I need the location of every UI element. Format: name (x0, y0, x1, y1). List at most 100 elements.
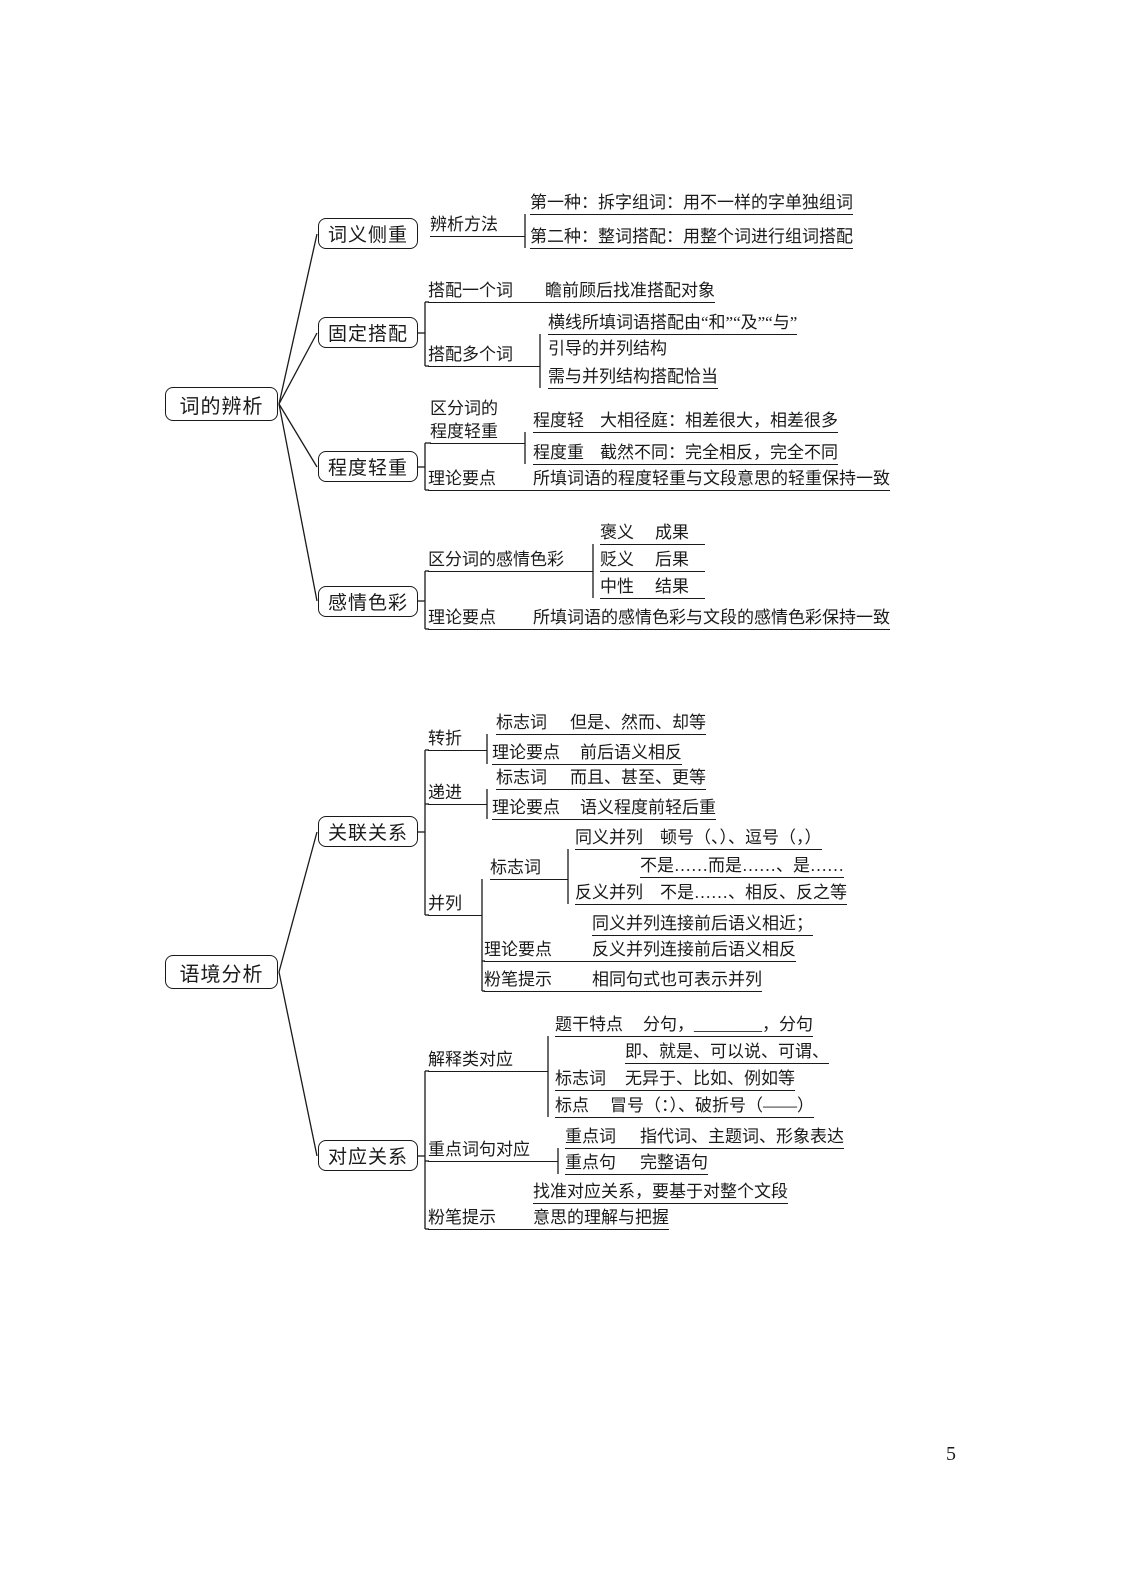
sentiment-negative-text: 后果 (655, 550, 689, 569)
progression-sign-text: 而且、甚至、更等 (570, 768, 706, 787)
leaf-multi-line2: 引导的并列结构 (548, 338, 667, 360)
parallel-tip-label: 粉笔提示 (484, 970, 552, 989)
row-parallel-tip: 粉笔提示 相同句式也可表示并列 (484, 969, 762, 992)
explanatory-sign-label: 标志词 (555, 1069, 606, 1088)
keyword-word-text: 指代词、主题词、形象表达 (640, 1127, 844, 1146)
parallel-synonym-label: 同义并列 (575, 828, 643, 847)
parallel-synonym-text: 顿号（、）、逗号（，） (660, 828, 822, 847)
node-fixed-collocation-label: 固定搭配 (327, 324, 408, 345)
progression-theory-text: 语义程度前轻后重 (580, 798, 716, 817)
label-explanatory: 解释类对应 (428, 1049, 548, 1072)
sentiment-theory-text: 所填词语的感情色彩与文段的感情色彩保持一致 (533, 608, 890, 627)
sentiment-theory-label: 理论要点 (428, 608, 496, 627)
progression-sign-label: 标志词 (496, 768, 547, 787)
keyword-sentence-text: 完整语句 (640, 1153, 708, 1172)
leaf-method-2: 第二种：整词搭配：用整个词进行组词搭配 (530, 226, 853, 249)
collocate-single-label: 搭配一个词 (428, 281, 513, 300)
parallel-tip-text: 相同句式也可表示并列 (592, 970, 762, 989)
label-progression: 递进 (428, 782, 487, 805)
row-keyword-sentence: 重点句 完整语句 (565, 1152, 708, 1175)
row-parallel-antonym-line2: 反义并列 不是……、相反、反之等 (575, 882, 847, 905)
degree-heavy-label: 程度重 (533, 443, 584, 462)
explanatory-text: 解释类对应 (428, 1050, 513, 1069)
keyword-correspondence-text: 重点词句对应 (428, 1140, 530, 1159)
row-degree-theory: 理论要点 所填词语的程度轻重与文段意思的轻重保持一致 (428, 468, 890, 491)
label-degree-distinguish-line1: 区分词的 (430, 398, 498, 420)
row-collocate-single: 搭配一个词 瞻前顾后找准搭配对象 (428, 280, 715, 303)
degree-theory-label: 理论要点 (428, 469, 496, 488)
transition-sign-label: 标志词 (496, 713, 547, 732)
row-correspondence-tip-line2: 粉笔提示 意思的理解与把握 (428, 1207, 669, 1230)
row-progression-theory: 理论要点 语义程度前轻后重 (492, 797, 716, 820)
collocate-multi-label: 搭配多个词 (428, 345, 513, 364)
node-word-analysis-root: 词的辨析 (165, 387, 278, 421)
label-transition: 转折 (428, 728, 487, 751)
method-1-text: 第一种：拆字组词：用不一样的字单独组词 (530, 193, 853, 212)
sentiment-positive-text: 成果 (655, 523, 689, 542)
row-progression-sign: 标志词 而且、甚至、更等 (496, 767, 706, 790)
leaf-parallel-antonym-line1: 不是……而是……、是…… (640, 855, 844, 878)
row-parallel-theory-line2: 理论要点 反义并列连接前后语义相反 (484, 939, 796, 962)
explanatory-punct-text: 冒号（：）、破折号（——） (610, 1096, 814, 1115)
sentiment-distinguish-text: 区分词的感情色彩 (428, 550, 564, 569)
node-word-analysis-root-label: 词的辨析 (179, 395, 264, 418)
label-parallel-sign: 标志词 (490, 857, 568, 880)
progression-theory-label: 理论要点 (492, 798, 560, 817)
parallel-text: 并列 (428, 894, 462, 913)
row-sentiment-neutral: 中性 结果 (600, 576, 705, 599)
parallel-theory-line1-text: 同义并列连接前后语义相近； (592, 914, 813, 933)
parallel-theory-line2-text: 反义并列连接前后语义相反 (592, 940, 796, 959)
node-context-analysis-root: 语境分析 (165, 955, 278, 989)
parallel-theory-label: 理论要点 (484, 940, 552, 959)
explanatory-sign-line2-text: 无异于、比如、例如等 (625, 1069, 795, 1088)
explanatory-sign-line1-text: 即、就是、可以说、可谓、 (625, 1042, 829, 1061)
degree-theory-text: 所填词语的程度轻重与文段意思的轻重保持一致 (533, 469, 890, 488)
node-correspondence: 对应关系 (318, 1140, 418, 1171)
node-conjunction: 关联关系 (318, 816, 418, 847)
degree-distinguish-line2-text: 程度轻重 (430, 422, 498, 441)
collocate-single-text: 瞻前顾后找准搭配对象 (545, 281, 715, 300)
page-number-text: 5 (946, 1443, 956, 1465)
node-fixed-collocation: 固定搭配 (318, 317, 418, 348)
degree-heavy-text: 截然不同：完全相反，完全不同 (600, 443, 838, 462)
explanatory-stem-label: 题干特点 (555, 1015, 623, 1034)
row-parallel-synonym: 同义并列 顿号（、）、逗号（，） (575, 827, 822, 850)
leaf-parallel-theory-line1: 同义并列连接前后语义相近； (592, 913, 813, 936)
label-analysis-method: 辨析方法 (430, 214, 525, 237)
sentiment-positive-label: 褒义 (600, 523, 634, 542)
label-collocate-multi: 搭配多个词 (428, 344, 540, 367)
multi-line3-text: 需与并列结构搭配恰当 (548, 367, 718, 386)
node-context-analysis-root-label: 语境分析 (179, 963, 264, 986)
row-sentiment-theory: 理论要点 所填词语的感情色彩与文段的感情色彩保持一致 (428, 607, 890, 630)
degree-distinguish-line1-text: 区分词的 (430, 399, 498, 418)
leaf-method-1: 第一种：拆字组词：用不一样的字单独组词 (530, 192, 853, 215)
transition-theory-label: 理论要点 (492, 743, 560, 762)
explanatory-stem-text: 分句，________，分句 (643, 1015, 813, 1034)
keyword-sentence-label: 重点句 (565, 1153, 616, 1172)
correspondence-tip-line2-text: 意思的理解与把握 (533, 1208, 669, 1227)
node-correspondence-label: 对应关系 (327, 1147, 408, 1168)
progression-text: 递进 (428, 783, 462, 802)
parallel-sign-text: 标志词 (490, 858, 541, 877)
sentiment-neutral-text: 结果 (655, 577, 689, 596)
parallel-antonym-line1-text: 不是……而是……、是…… (640, 856, 844, 875)
multi-line2-text: 引导的并列结构 (548, 339, 667, 358)
node-semantic-focus: 词义侧重 (318, 218, 418, 249)
leaf-multi-line3: 需与并列结构搭配恰当 (548, 366, 718, 389)
row-transition-theory: 理论要点 前后语义相反 (492, 742, 682, 765)
page-number: 5 (946, 1443, 956, 1466)
method-2-text: 第二种：整词搭配：用整个词进行组词搭配 (530, 227, 853, 246)
keyword-word-label: 重点词 (565, 1127, 616, 1146)
node-sentiment: 感情色彩 (318, 586, 418, 617)
sentiment-negative-label: 贬义 (600, 550, 634, 569)
correspondence-tip-label: 粉笔提示 (428, 1208, 496, 1227)
label-sentiment-distinguish: 区分词的感情色彩 (428, 549, 593, 572)
analysis-method-text: 辨析方法 (430, 215, 498, 234)
label-keyword-correspondence: 重点词句对应 (428, 1139, 558, 1162)
node-degree: 程度轻重 (318, 451, 418, 482)
row-keyword-word: 重点词 指代词、主题词、形象表达 (565, 1126, 844, 1149)
degree-light-text: 大相径庭：相差很大，相差很多 (600, 411, 838, 430)
transition-text: 转折 (428, 729, 462, 748)
transition-sign-text: 但是、然而、却等 (570, 713, 706, 732)
